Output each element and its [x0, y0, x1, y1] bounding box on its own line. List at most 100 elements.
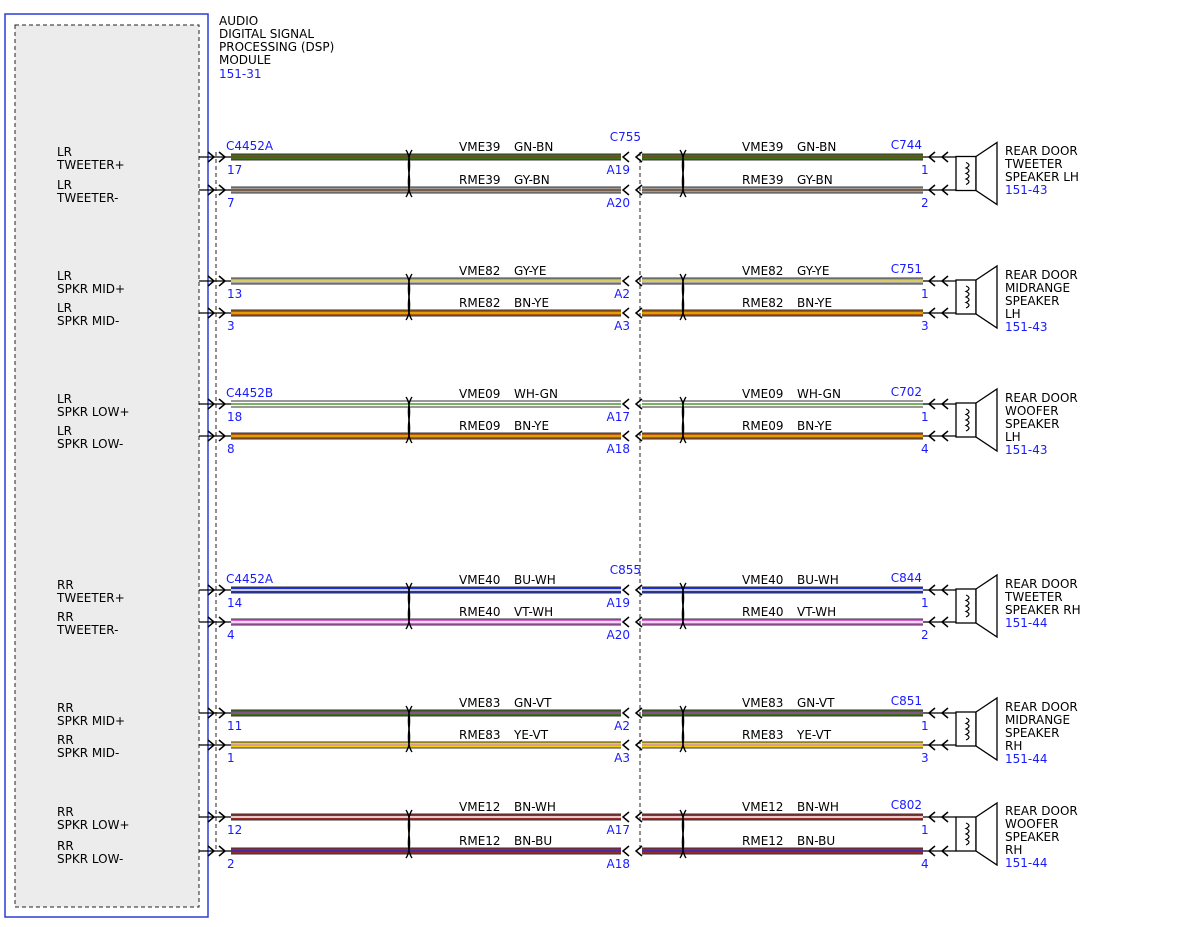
- module-pin-number: 4: [227, 628, 235, 642]
- module-pin-number: 17: [227, 163, 242, 177]
- pin-label-line: SPKR MID-: [57, 746, 119, 760]
- circuit-id: VME40: [459, 573, 500, 587]
- pin-arrow: [218, 398, 227, 410]
- speaker-name-line: LH: [1005, 430, 1021, 444]
- inline-pin-number: A17: [607, 410, 630, 424]
- circuit-id: VME09: [742, 387, 783, 401]
- speaker-symbol[interactable]: [955, 801, 998, 867]
- pin-label-line: LR: [57, 392, 72, 406]
- speaker-connector-id[interactable]: C802: [891, 798, 922, 812]
- speaker-name-line: SPEAKER: [1005, 726, 1059, 740]
- twisted-pair-marker: [405, 809, 413, 859]
- wire-color-code: BN-BU: [514, 834, 552, 848]
- speaker-symbol[interactable]: [955, 573, 998, 639]
- circuit-id: RME12: [742, 834, 784, 848]
- circuit-id: VME39: [459, 140, 500, 154]
- wire-color-code: YE-VT: [513, 728, 549, 742]
- speaker-connector-id[interactable]: C744: [891, 138, 922, 152]
- speaker-coil: [964, 822, 970, 846]
- speaker-ref[interactable]: 151-43: [1005, 320, 1048, 334]
- wire-color-code: GN-VT: [514, 696, 552, 710]
- speaker-connector-id[interactable]: C844: [891, 571, 922, 585]
- pin-arrow: [927, 398, 936, 410]
- pin-label-line: RR: [57, 701, 74, 715]
- pin-arrow: [218, 845, 227, 857]
- circuit-id: VME83: [742, 696, 783, 710]
- module-ref[interactable]: 151-31: [219, 67, 262, 81]
- pin-arrow: [621, 584, 630, 596]
- pin-arrow: [634, 739, 643, 751]
- speaker-connector-id[interactable]: C751: [891, 262, 922, 276]
- speaker-name-line: SPEAKER: [1005, 830, 1059, 844]
- speaker-connector-id[interactable]: C702: [891, 385, 922, 399]
- pin-arrow: [218, 811, 227, 823]
- speaker-symbol[interactable]: [955, 387, 998, 453]
- twisted-pair-marker: [405, 149, 413, 198]
- speaker-symbol[interactable]: [955, 264, 998, 330]
- module-connector-id[interactable]: C4452B: [226, 386, 273, 400]
- circuit-id: RME82: [742, 296, 784, 310]
- pin-arrow: [940, 275, 949, 287]
- speaker-connector-id[interactable]: C851: [891, 694, 922, 708]
- speaker-pin-number: 2: [921, 628, 929, 642]
- speaker-cone: [975, 387, 998, 453]
- module-connector-id[interactable]: C4452A: [226, 139, 274, 153]
- circuit-id: RME83: [459, 728, 501, 742]
- circuit-id: RME39: [742, 173, 784, 187]
- inline-connector-id[interactable]: C755: [610, 130, 641, 144]
- circuit-id: RME12: [459, 834, 501, 848]
- pin-arrow: [218, 584, 227, 596]
- pin-arrow: [634, 307, 643, 319]
- speaker-ref[interactable]: 151-44: [1005, 616, 1048, 630]
- pin-arrow: [940, 616, 949, 628]
- inline-pin-number: A17: [607, 823, 630, 837]
- speaker-pin-number: 1: [921, 287, 929, 301]
- speaker-name-line: REAR DOOR: [1005, 804, 1078, 818]
- module-connector-id[interactable]: C4452A: [226, 572, 274, 586]
- pin-arrow: [927, 184, 936, 196]
- speaker-name-line: REAR DOOR: [1005, 700, 1078, 714]
- pin-arrow: [927, 707, 936, 719]
- inline-pin-number: A3: [614, 319, 630, 333]
- module-pin-number: 7: [227, 196, 235, 210]
- wire-color-code: YE-VT: [796, 728, 832, 742]
- pin-arrow: [927, 811, 936, 823]
- inline-pin-number: A19: [607, 596, 630, 610]
- speaker-symbol[interactable]: [955, 141, 998, 206]
- pin-arrow: [218, 151, 227, 163]
- module-pin-number: 11: [227, 719, 242, 733]
- pin-arrow: [621, 707, 630, 719]
- speaker-cone: [975, 264, 998, 330]
- pin-arrow: [218, 275, 227, 287]
- pin-arrow: [634, 430, 643, 442]
- pin-label-line: SPKR MID+: [57, 282, 125, 296]
- inline-connector-id[interactable]: C855: [610, 563, 641, 577]
- wire-color-code: BN-YE: [797, 296, 832, 310]
- speaker-ref[interactable]: 151-44: [1005, 856, 1048, 870]
- wire-color-code: BU-WH: [797, 573, 839, 587]
- wire-color-code: VT-WH: [797, 605, 836, 619]
- speaker-ref[interactable]: 151-43: [1005, 183, 1048, 197]
- pin-arrow: [940, 307, 949, 319]
- module-pin-number: 13: [227, 287, 242, 301]
- speaker-ref[interactable]: 151-43: [1005, 443, 1048, 457]
- speaker-ref[interactable]: 151-44: [1005, 752, 1048, 766]
- pin-arrow: [621, 811, 630, 823]
- speaker-symbol[interactable]: [955, 696, 998, 762]
- pin-label-line: TWEETER+: [56, 158, 125, 172]
- wire-color-code: VT-WH: [514, 605, 553, 619]
- wire-color-code: GY-YE: [514, 264, 546, 278]
- pin-label-line: SPKR LOW+: [57, 818, 130, 832]
- speaker-cone: [975, 141, 998, 206]
